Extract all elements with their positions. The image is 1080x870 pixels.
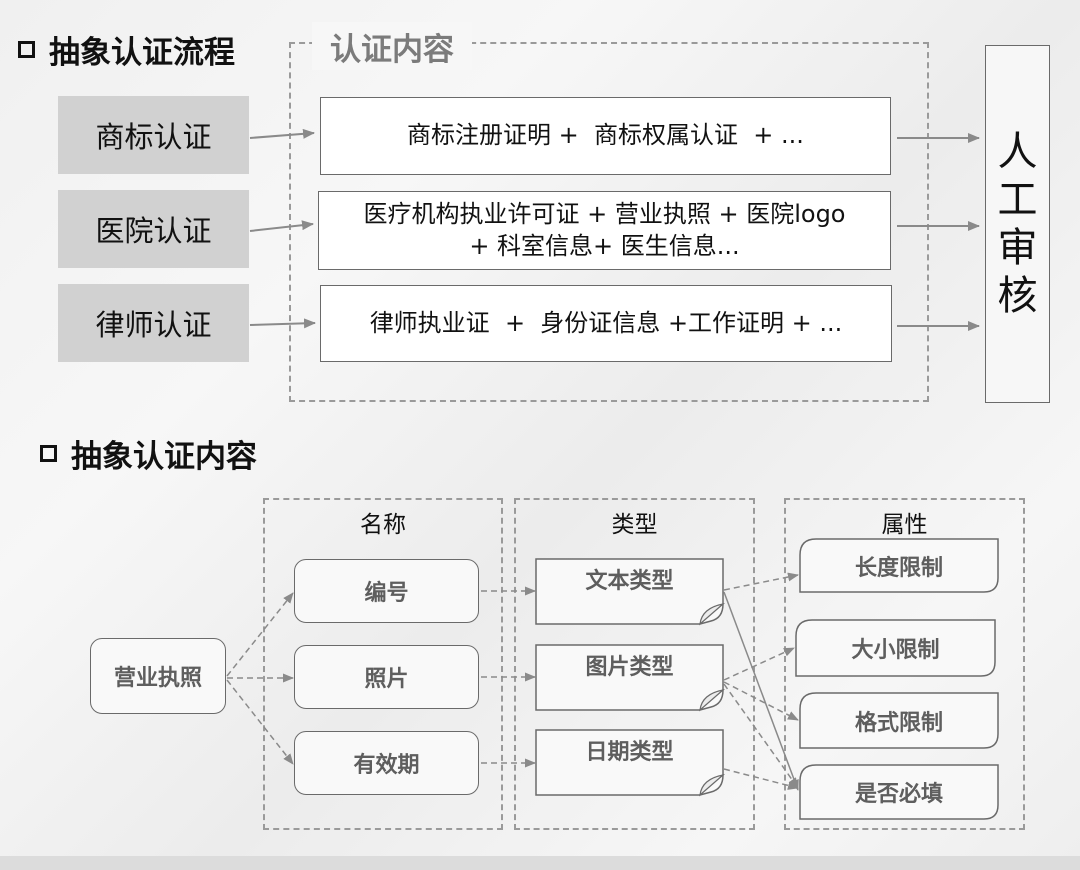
arrow-trademark-to-content xyxy=(249,128,315,139)
lawyer-content-box: 律师执业证 + 身份证信息 +工作证明 + ... xyxy=(320,285,892,362)
lawyer-content-line: 律师执业证 + 身份证信息 +工作证明 + ... xyxy=(369,308,843,337)
attr-length-label: 长度限制 xyxy=(854,555,943,581)
hospital-content-box: 医疗机构执业许可证 + 营业执照 + 医院logo + 科室信息+ 医生信息..… xyxy=(318,191,891,270)
attr-node-length xyxy=(799,538,999,593)
fold-corner-icon xyxy=(699,773,726,797)
review-char: 审 xyxy=(997,225,1038,271)
attr-column-container xyxy=(784,498,1025,830)
hospital-content-line-2: + 科室信息+ 医生信息... xyxy=(469,231,740,260)
attr-column-title: 属性 xyxy=(881,512,928,538)
trademark-content-box: 商标注册证明 + 商标权属认证 + ... xyxy=(320,97,891,175)
auth-content-container xyxy=(289,42,929,402)
abstract-diagram-shapes xyxy=(226,538,999,820)
name-column-container xyxy=(263,498,503,830)
arrow-image-to-format xyxy=(723,681,799,721)
fold-corner-icon xyxy=(699,602,726,626)
hospital-content-line-1: 医疗机构执业许可证 + 营业执照 + 医院logo xyxy=(363,200,846,229)
section-title-flow: 抽象认证流程 xyxy=(18,27,235,72)
name-column-title: 名称 xyxy=(360,512,406,538)
review-char: 工 xyxy=(997,177,1038,223)
square-bullet-icon xyxy=(40,445,57,462)
type-column-title: 类型 xyxy=(611,512,658,538)
name-node-number: 编号 xyxy=(294,559,479,623)
arrow-license-to-number xyxy=(226,592,294,677)
trademark-auth-box: 商标认证 xyxy=(58,96,249,174)
hospital-auth-box: 医院认证 xyxy=(58,190,249,268)
flow-arrows xyxy=(249,128,980,331)
arrow-hospital-to-content xyxy=(249,220,314,232)
arrow-lawyer-to-content xyxy=(249,318,316,329)
trademark-content-line: 商标注册证明 + 商标权属认证 + ... xyxy=(407,121,804,150)
bottom-band xyxy=(0,856,1080,870)
attr-node-format xyxy=(799,692,999,749)
review-char: 核 xyxy=(997,273,1038,319)
manual-review-box: 人 工 审 核 xyxy=(985,45,1050,403)
square-bullet-icon xyxy=(18,41,35,58)
arrow-text-to-length xyxy=(723,572,799,591)
attr-required-label: 是否必填 xyxy=(854,782,943,807)
type-image-label: 图片类型 xyxy=(585,655,674,680)
attr-size-label: 大小限制 xyxy=(851,638,940,663)
lawyer-auth-box: 律师认证 xyxy=(58,284,249,362)
arrow-text-to-required xyxy=(723,591,799,791)
review-char: 人 xyxy=(997,129,1038,175)
name-node-photo: 照片 xyxy=(294,645,479,709)
attr-node-required xyxy=(799,764,999,820)
arrow-image-to-required xyxy=(723,683,799,789)
flow-title: 抽象认证流程 xyxy=(49,35,235,71)
type-column-container xyxy=(514,498,755,830)
abstract-title: 抽象认证内容 xyxy=(71,439,257,475)
type-date-label: 日期类型 xyxy=(585,740,674,765)
arrow-license-to-validity xyxy=(226,679,294,765)
attr-node-size xyxy=(795,619,996,677)
auth-content-label: 认证内容 xyxy=(312,22,472,70)
type-text-label: 文本类型 xyxy=(585,569,674,594)
attr-format-label: 格式限制 xyxy=(854,710,943,736)
section-title-abstract: 抽象认证内容 xyxy=(40,431,257,476)
arrow-date-to-required xyxy=(723,768,799,790)
arrow-image-to-size xyxy=(723,647,795,681)
business-license-node: 营业执照 xyxy=(90,638,226,714)
name-node-validity: 有效期 xyxy=(294,731,479,795)
fold-corner-icon xyxy=(699,688,726,712)
